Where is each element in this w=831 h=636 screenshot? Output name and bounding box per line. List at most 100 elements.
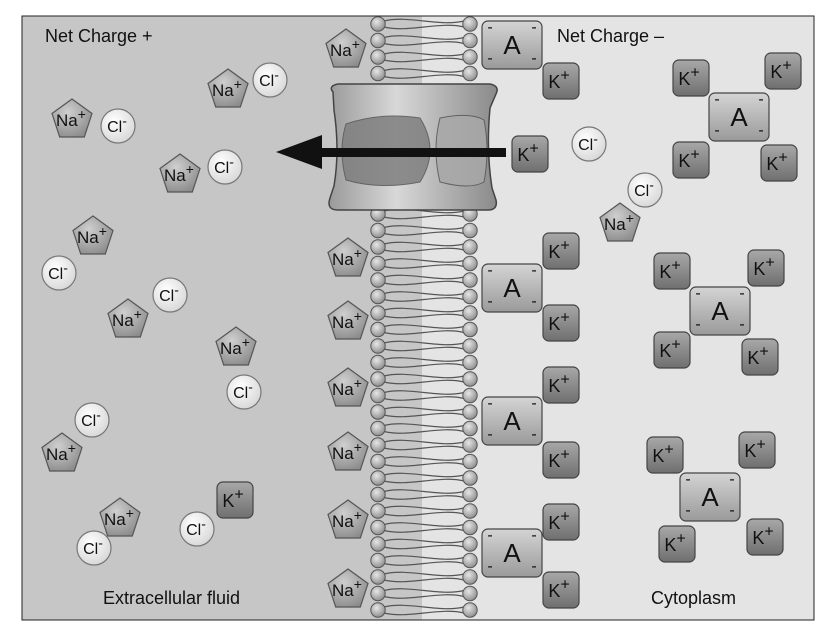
- ion-label: K+: [744, 436, 765, 461]
- ion-label: Na+: [212, 76, 242, 100]
- anion-symbol: A: [730, 102, 748, 132]
- ion-label: K+: [548, 508, 569, 533]
- anion-charge: -: [695, 285, 700, 302]
- potassium-ion: K+: [653, 252, 691, 290]
- lipid-bilayer: [370, 16, 478, 618]
- anion-symbol: A: [503, 406, 521, 436]
- ion-label: K+: [752, 523, 773, 548]
- anion-protein: A----: [481, 395, 543, 446]
- sodium-ion: Na+: [327, 237, 369, 277]
- efflux-arrow: [276, 135, 506, 169]
- anion-protein: A----: [481, 19, 543, 70]
- sodium-ion: Na+: [41, 432, 83, 472]
- sodium-ion: Na+: [327, 431, 369, 471]
- extracellular-fluid-label: Extracellular fluid: [103, 588, 240, 608]
- sodium-ion: Na+: [327, 499, 369, 539]
- ion-label: Na+: [330, 36, 360, 60]
- anion-charge: -: [714, 91, 719, 108]
- potassium-ion: K+: [746, 518, 784, 556]
- anion-charge: -: [729, 471, 734, 488]
- ion-label: Na+: [112, 306, 142, 330]
- ion-label: Cl-: [107, 112, 127, 136]
- ion-label: Na+: [332, 439, 362, 463]
- ion-label: Na+: [46, 440, 76, 464]
- sodium-ion: Na+: [325, 28, 367, 68]
- ion-label: K+: [652, 441, 673, 466]
- ion-label: K+: [766, 149, 787, 174]
- potassium-channel: [328, 83, 498, 211]
- ion-label: K+: [548, 67, 569, 92]
- anion-charge: -: [531, 558, 536, 575]
- anion-charge: -: [685, 471, 690, 488]
- anion-symbol: A: [503, 273, 521, 303]
- sodium-ion: Na+: [327, 300, 369, 340]
- anion-charge: -: [531, 50, 536, 67]
- ion-label: Cl-: [83, 534, 103, 558]
- chloride-ion: Cl-: [207, 149, 243, 185]
- potassium-ion: K+: [511, 135, 549, 173]
- potassium-ion: K+: [646, 436, 684, 474]
- ion-label: Na+: [164, 161, 194, 185]
- potassium-ion: K+: [653, 331, 691, 369]
- potassium-ion: K+: [672, 59, 710, 97]
- ion-label: K+: [548, 446, 569, 471]
- sodium-ion: Na+: [107, 298, 149, 338]
- potassium-ion: K+: [542, 366, 580, 404]
- ion-label: Na+: [604, 210, 634, 234]
- potassium-ion: K+: [542, 441, 580, 479]
- ion-label: K+: [548, 576, 569, 601]
- anion-charge: -: [758, 91, 763, 108]
- anion-charge: -: [531, 293, 536, 310]
- ion-label: K+: [517, 140, 538, 165]
- anion-symbol: A: [503, 30, 521, 60]
- cytoplasm-label: Cytoplasm: [651, 588, 736, 608]
- chloride-ion: Cl-: [74, 402, 110, 438]
- ion-label: K+: [747, 343, 768, 368]
- chloride-ion: Cl-: [571, 126, 607, 162]
- potassium-ion: K+: [542, 571, 580, 609]
- potassium-ion: K+: [542, 62, 580, 100]
- sodium-ion: Na+: [327, 568, 369, 608]
- chloride-ion: Cl-: [100, 108, 136, 144]
- potassium-ion: K+: [216, 481, 254, 519]
- anion-charge: -: [685, 502, 690, 519]
- ion-label: Na+: [332, 245, 362, 269]
- potassium-ion: K+: [764, 52, 802, 90]
- ion-label: K+: [664, 530, 685, 555]
- anion-charge: -: [487, 262, 492, 279]
- ion-label: Na+: [332, 375, 362, 399]
- ion-label: Na+: [220, 334, 250, 358]
- chloride-ion: Cl-: [76, 530, 112, 566]
- ion-label: Na+: [332, 308, 362, 332]
- chloride-ion: Cl-: [179, 511, 215, 547]
- ion-label: K+: [548, 371, 569, 396]
- ion-label: Na+: [56, 106, 86, 130]
- ion-label: Na+: [332, 576, 362, 600]
- ion-label: Cl-: [81, 406, 101, 430]
- ion-label: Na+: [104, 505, 134, 529]
- anion-protein: A----: [481, 527, 543, 578]
- potassium-ion: K+: [542, 503, 580, 541]
- sodium-ion: Na+: [327, 367, 369, 407]
- anion-symbol: A: [503, 538, 521, 568]
- potassium-ion: K+: [542, 304, 580, 342]
- anion-charge: -: [487, 50, 492, 67]
- anion-protein: A----: [689, 285, 751, 336]
- ion-label: Na+: [77, 223, 107, 247]
- anion-charge: -: [487, 527, 492, 544]
- sodium-ion: Na+: [207, 68, 249, 108]
- ion-label: Na+: [332, 507, 362, 531]
- anion-protein: A----: [481, 262, 543, 313]
- potassium-ion: K+: [738, 431, 776, 469]
- anion-charge: -: [739, 316, 744, 333]
- anion-charge: -: [487, 558, 492, 575]
- ion-label: K+: [659, 336, 680, 361]
- chloride-ion: Cl-: [226, 374, 262, 410]
- ion-label: Cl-: [214, 153, 234, 177]
- net-charge-positive-label: Net Charge +: [45, 26, 153, 46]
- anion-charge: -: [739, 285, 744, 302]
- ion-label: Cl-: [578, 130, 598, 154]
- sodium-ion: Na+: [72, 215, 114, 255]
- ion-label: K+: [659, 257, 680, 282]
